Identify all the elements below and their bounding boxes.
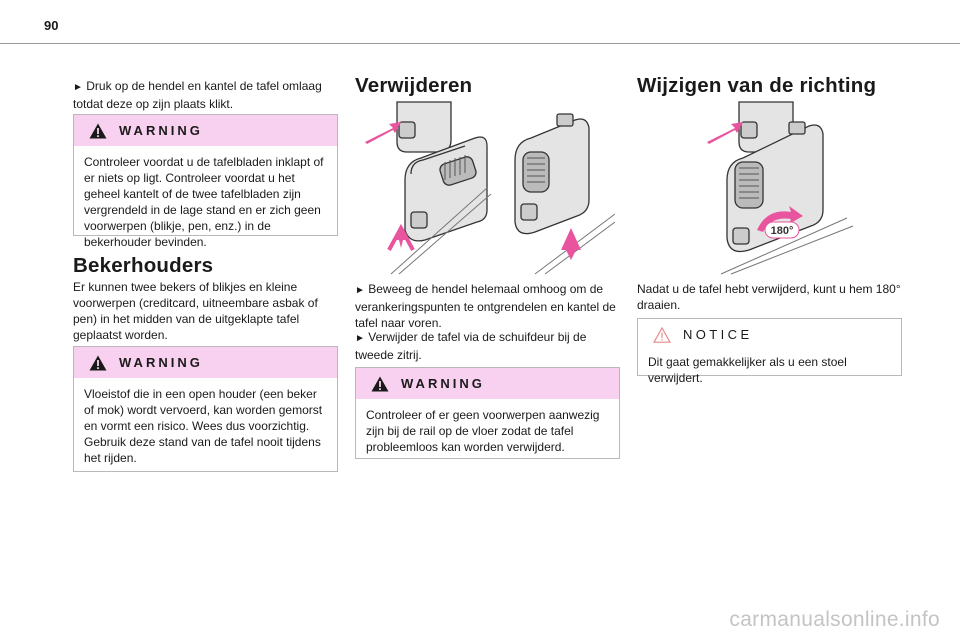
notice-triangle-icon: [653, 326, 671, 343]
tilt-arrow-icon: [365, 122, 401, 144]
bullet-arrow: ►: [355, 333, 365, 344]
rotation-badge: [764, 221, 800, 239]
header-rule: [0, 43, 960, 44]
warning-text: Controleer of er geen voorwerpen aanwezi…: [366, 408, 600, 454]
section-heading-direction: Wijzigen van de richting: [637, 74, 877, 97]
notice-header: NOTICE: [638, 319, 901, 350]
remove-step-2: ► Verwijder de tafel via de schuifdeur b…: [355, 329, 620, 363]
remove-step-1-text: Beweeg de hendel helemaal omhoog om de v…: [355, 282, 616, 330]
tilt-arrow-icon: [707, 122, 743, 144]
table-unit-rotated: [720, 121, 854, 275]
warning-title: WARNING: [119, 123, 203, 138]
notice-title: NOTICE: [683, 327, 753, 342]
lift-arrow-icon: [561, 228, 581, 260]
warning-text-line2: Gebruik deze stand van de tafel nooit ti…: [84, 435, 321, 465]
warning-triangle-icon: [89, 123, 107, 138]
warning-text-line1: Vloeistof die in een open houder (een be…: [84, 387, 323, 433]
notice-box-seat: NOTICE Dit gaat gemakkelijker als u een …: [637, 318, 902, 385]
warning-body: Vloeistof die in een open houder (een be…: [74, 378, 337, 474]
intro-step-text: Druk op de hendel en kantel de tafel oml…: [73, 79, 322, 111]
watermark-link[interactable]: carmanualsonline.info: [729, 608, 940, 631]
warning-text: Controleer voordat u de tafelbladen inkl…: [84, 155, 324, 249]
notice-text: Dit gaat gemakkelijker als u een stoel v…: [648, 355, 847, 385]
rotation-arrow-icon: [757, 206, 803, 232]
warning-header: WARNING: [74, 115, 337, 146]
warning-title: WARNING: [119, 355, 203, 370]
rotation-label: 180°: [771, 225, 794, 237]
bullet-arrow: ►: [355, 285, 365, 296]
lift-arrow-icon: [395, 226, 407, 248]
warning-box-rail: WARNING Controleer of er geen voorwerpen…: [355, 367, 620, 459]
table-removal-illustration: [365, 101, 615, 275]
cupholders-paragraph: Er kunnen twee bekers of blikjes en klei…: [73, 280, 318, 342]
warning-triangle-icon: [89, 355, 107, 370]
remove-step-2-text: Verwijder de tafel via de schuifdeur bij…: [355, 330, 587, 362]
direction-paragraph: Nadat u de tafel hebt verwijderd, kunt u…: [637, 282, 901, 312]
table-rotation-illustration: 180°: [707, 101, 854, 275]
table-unit-left: [390, 136, 492, 275]
warning-header: WARNING: [74, 347, 337, 378]
intro-step: ► Druk op de hendel en kantel de tafel o…: [73, 78, 338, 112]
warning-header: WARNING: [356, 368, 619, 399]
remove-step-1: ► Beweeg de hendel helemaal omhoog om de…: [355, 281, 620, 331]
table-unit-fragment: [396, 101, 452, 153]
warning-box-tables: WARNING Controleer voordat u de tafelbla…: [73, 114, 338, 249]
section-heading-remove: Verwijderen: [355, 74, 473, 97]
table-unit-right: [514, 113, 615, 275]
section-heading-cupholders: Bekerhouders: [73, 254, 214, 277]
warning-triangle-icon: [371, 376, 389, 391]
page-number: 90: [44, 18, 59, 33]
bullet-arrow: ►: [73, 82, 83, 93]
warning-title: WARNING: [401, 376, 485, 391]
warning-box-liquids: WARNING Vloeistof die in een open houder…: [73, 346, 338, 472]
